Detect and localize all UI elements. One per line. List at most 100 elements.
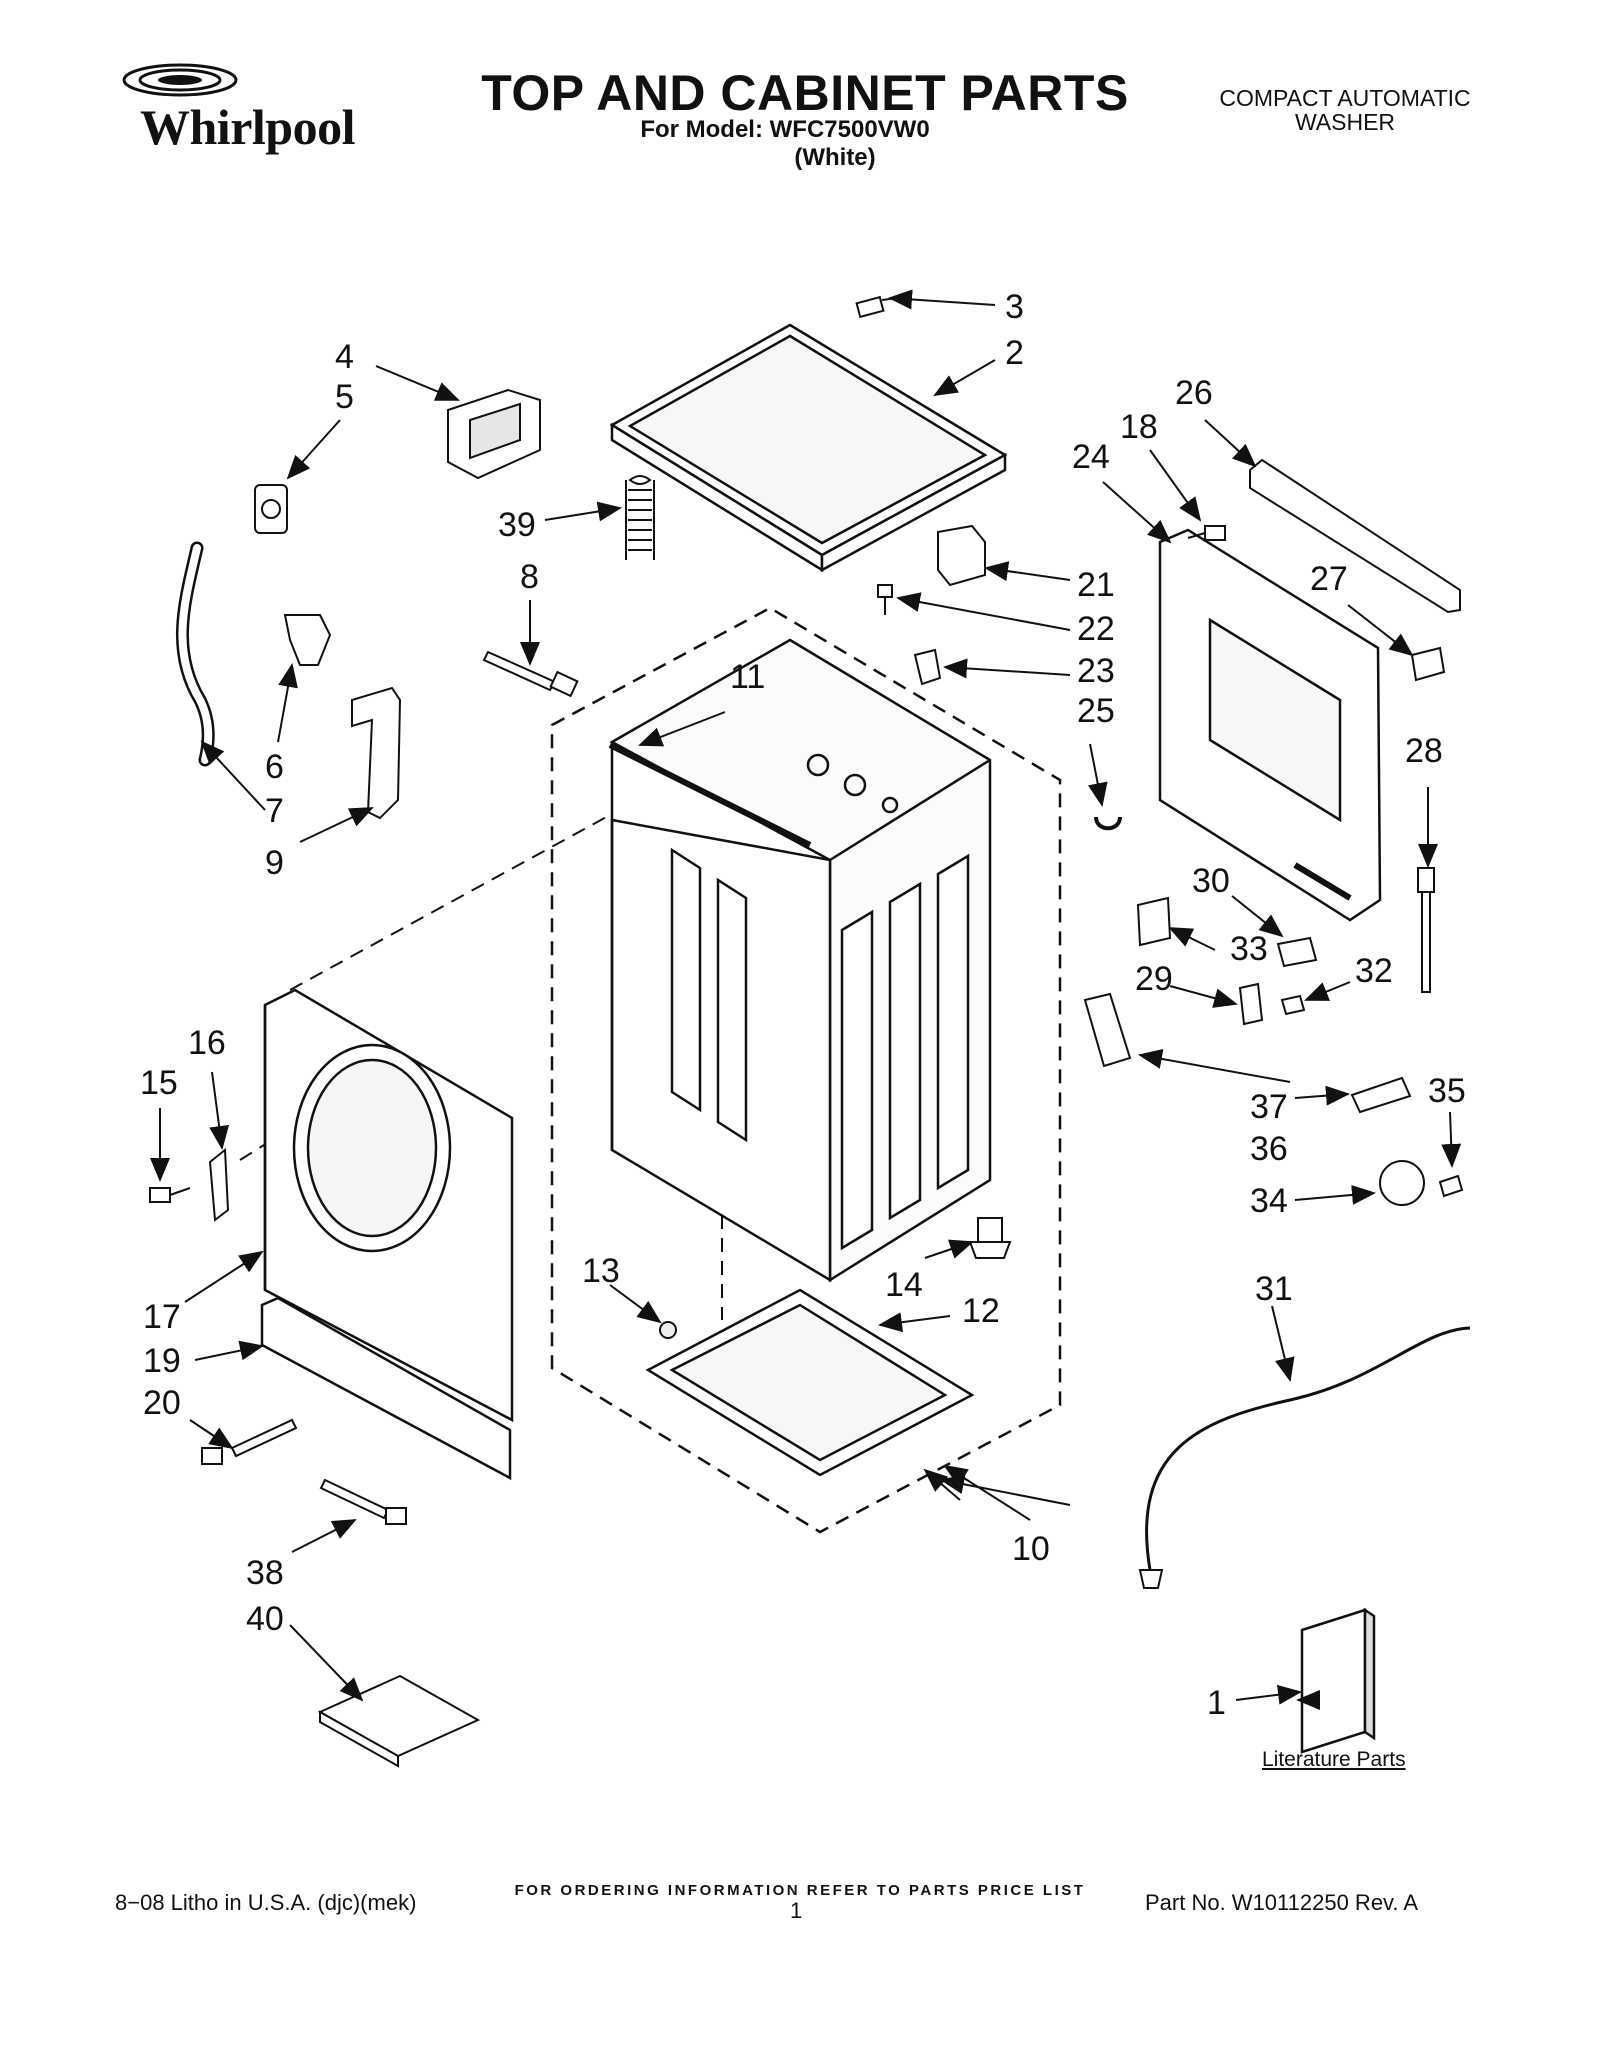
part-base-panel — [645, 1288, 975, 1477]
part-cable-tie — [201, 1418, 298, 1465]
part-clip — [913, 648, 942, 686]
part-hinge-bracket — [351, 686, 402, 820]
part-clamp — [1094, 816, 1122, 831]
logo-swirl-icon — [122, 63, 238, 97]
callout-22: 22 — [1077, 610, 1115, 648]
part-screw — [855, 295, 899, 319]
product-type: COMPACT AUTOMATIC WASHER — [1180, 86, 1510, 134]
part-connector — [1238, 982, 1264, 1026]
part-cabinet-frame — [608, 638, 992, 1283]
callout-35: 35 — [1428, 1072, 1466, 1110]
callout-33: 33 — [1230, 930, 1268, 968]
part-rear-panel — [1158, 528, 1382, 922]
part-leveling-foot — [968, 1217, 1012, 1259]
callout-29: 29 — [1135, 960, 1173, 998]
product-type-line-1: COMPACT AUTOMATIC — [1219, 85, 1471, 111]
callout-39: 39 — [498, 506, 536, 544]
callout-18: 18 — [1120, 408, 1158, 446]
model-text: For Model: WFC7500VW0 — [640, 116, 930, 143]
part-cable-tie — [319, 1478, 407, 1525]
part-top-bracket — [1249, 458, 1461, 614]
callout-37: 37 — [1250, 1088, 1288, 1126]
ordering-info-note: FOR ORDERING INFORMATION REFER TO PARTS … — [514, 1882, 1086, 1899]
part-power-cord — [1145, 1326, 1471, 1571]
callout-6: 6 — [265, 748, 284, 786]
model-line: For Model: WFC7500VW0 — [0, 116, 1600, 144]
callout-31: 31 — [1255, 1270, 1293, 1308]
part-top-panel — [609, 323, 1008, 573]
callout-14: 14 — [885, 1266, 923, 1304]
callout-25: 25 — [1077, 692, 1115, 730]
part-screw — [1280, 994, 1306, 1016]
part-sensor — [1136, 896, 1172, 947]
callout-28: 28 — [1405, 732, 1443, 770]
part-door-switch — [937, 524, 986, 587]
part-latch — [283, 614, 332, 666]
logo-wordmark: Whirlpool — [140, 99, 355, 155]
part-pump — [1379, 1160, 1425, 1206]
page-title-text: TOP AND CABINET PARTS — [481, 65, 1129, 121]
callout-21: 21 — [1077, 566, 1115, 604]
callout-13: 13 — [582, 1252, 620, 1290]
part-spring — [625, 475, 655, 560]
part-control-bracket — [447, 388, 541, 480]
callout-36: 36 — [1250, 1130, 1288, 1168]
part-block — [1276, 936, 1318, 968]
callout-20: 20 — [143, 1384, 181, 1422]
page-title: TOP AND CABINET PARTS — [0, 64, 1600, 122]
callout-27: 27 — [1310, 560, 1348, 598]
part-clip — [1410, 646, 1446, 682]
callout-15: 15 — [140, 1064, 178, 1102]
part-kick-panel — [260, 1296, 512, 1481]
part-control-board — [1083, 992, 1132, 1068]
part-instruction-sheet — [317, 1674, 481, 1768]
page-number: 1 — [790, 1898, 803, 1923]
assembly-boundary — [550, 606, 1062, 1534]
callout-7: 7 — [265, 792, 284, 830]
litho-info: 8−08 Litho in U.S.A. (djc)(mek) — [115, 1890, 417, 1915]
product-type-line-2: WASHER — [1294, 109, 1396, 135]
callout-1: 1 — [1207, 1684, 1226, 1722]
callout-9: 9 — [265, 844, 284, 882]
callout-10: 10 — [1012, 1530, 1050, 1568]
part-screw — [877, 584, 893, 615]
callout-labels: 1 2 3 4 5 6 7 8 9 10 11 12 13 14 15 16 1… — [140, 288, 1466, 1722]
leader-lines — [150, 289, 1462, 1710]
callout-23: 23 — [1077, 652, 1115, 690]
callout-17: 17 — [143, 1298, 181, 1336]
callout-16: 16 — [188, 1024, 226, 1062]
document-part-number: Part No. W10112250 Rev. A — [1145, 1890, 1419, 1915]
literature-parts-label: Literature Parts — [1262, 1748, 1406, 1771]
callout-4: 4 — [335, 338, 354, 376]
callout-11: 11 — [730, 658, 765, 696]
part-cable-tie — [482, 650, 579, 698]
alignment-line — [289, 814, 611, 991]
callout-8: 8 — [520, 558, 539, 596]
callout-12: 12 — [962, 1292, 1000, 1330]
callout-24: 24 — [1072, 438, 1110, 476]
part-plug — [659, 1321, 677, 1339]
callout-2: 2 — [1005, 334, 1024, 372]
part-valve — [1350, 1076, 1412, 1114]
callout-40: 40 — [246, 1600, 284, 1638]
callout-38: 38 — [246, 1554, 284, 1592]
callout-34: 34 — [1250, 1182, 1288, 1220]
part-door-hinge — [208, 1147, 230, 1222]
callout-3: 3 — [1005, 288, 1024, 326]
part-front-panel — [263, 988, 514, 1423]
part-screw — [1438, 1174, 1464, 1198]
part-screw — [1187, 525, 1226, 541]
callout-26: 26 — [1175, 374, 1213, 412]
callout-5: 5 — [335, 378, 354, 416]
part-literature-booklet — [1300, 1607, 1376, 1754]
callout-32: 32 — [1355, 952, 1393, 990]
part-cable-tie — [1417, 867, 1435, 993]
color-text: (White) — [794, 144, 876, 171]
whirlpool-logo: Whirlpool — [120, 60, 380, 170]
part-switch — [254, 484, 288, 534]
part-screw — [149, 1187, 191, 1203]
callout-30: 30 — [1192, 862, 1230, 900]
callout-19: 19 — [143, 1342, 181, 1380]
color-line: (White) — [0, 144, 1600, 172]
